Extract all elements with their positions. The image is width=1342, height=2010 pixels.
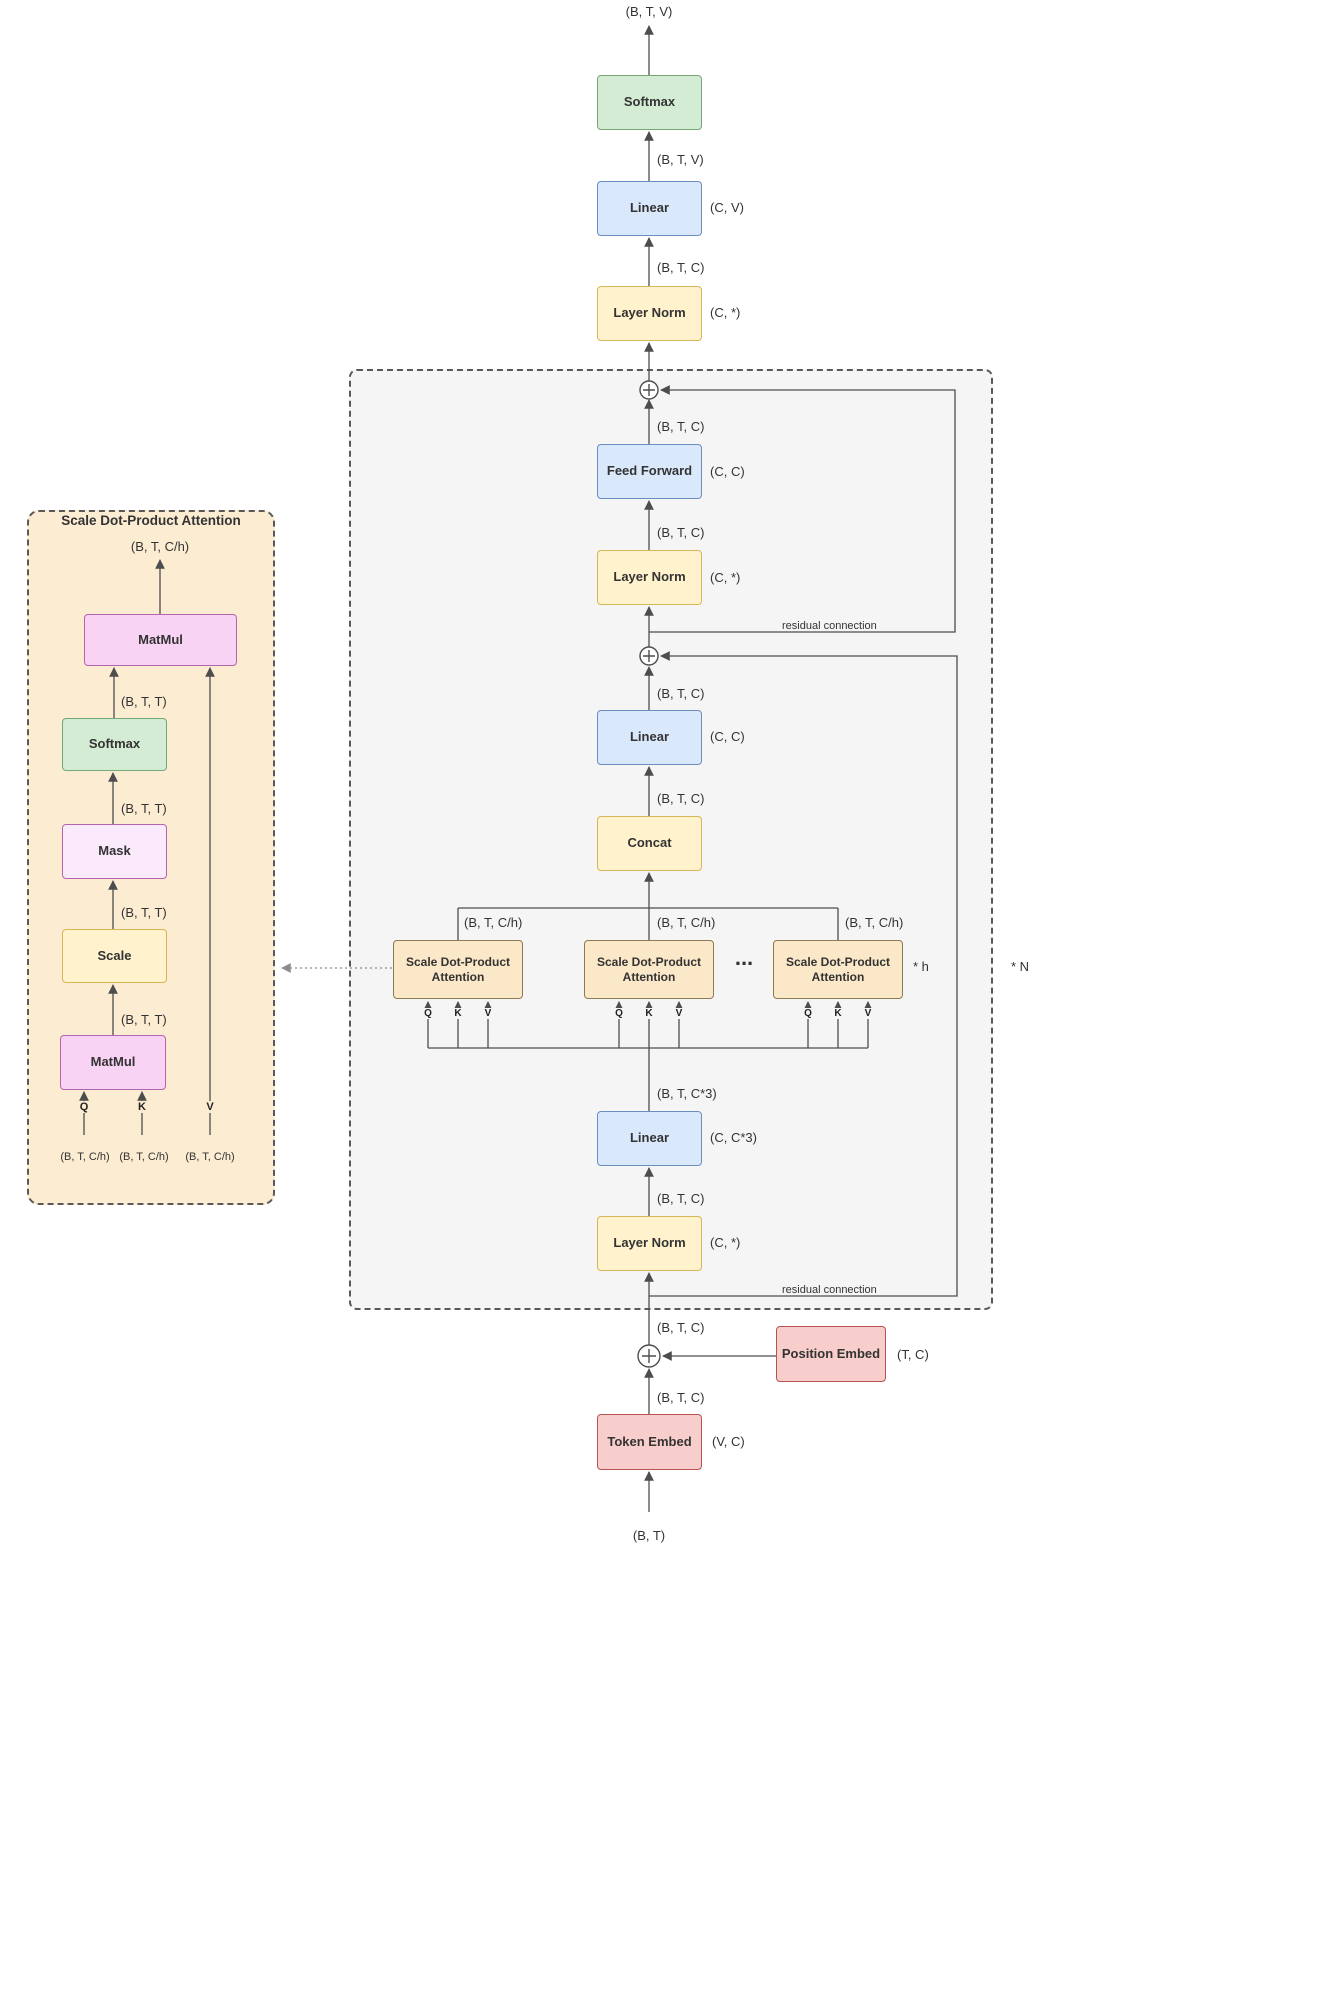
- add-node-top: [639, 380, 659, 400]
- detail-scale-block: Scale: [62, 929, 167, 983]
- head-2-out-shape-label: (B, T, C/h): [657, 915, 716, 930]
- detail-shape-btt-1: (B, T, T): [121, 694, 167, 709]
- add-node-embedding: [637, 1344, 661, 1368]
- residual-wires: [649, 385, 958, 1297]
- input-shape-label: (B, T): [632, 1528, 666, 1543]
- head-2-v-label: V: [673, 1008, 685, 1019]
- head-n-q-label: Q: [802, 1008, 814, 1019]
- head-n-out-shape-label: (B, T, C/h): [845, 915, 904, 930]
- detail-out-shape-label: (B, T, C/h): [130, 539, 190, 554]
- add-node-middle: [639, 646, 659, 666]
- output-softmax-block: Softmax: [597, 75, 702, 130]
- output-shape-label: (B, T, V): [625, 4, 673, 19]
- head-1-v-label: V: [482, 1008, 494, 1019]
- token-embed-dim-label: (V, C): [712, 1434, 745, 1449]
- head-2-q-label: Q: [613, 1008, 625, 1019]
- shape-label-btc-4: (B, T, C): [657, 686, 705, 701]
- final-layer-norm-block: Layer Norm: [597, 286, 702, 341]
- shape-label-btc-2: (B, T, C): [657, 419, 705, 434]
- detail-q-in-shape-label: (B, T, C/h): [60, 1151, 110, 1163]
- attention-head-2-block: Scale Dot-Product Attention: [584, 940, 714, 999]
- layers-multiplier-label: * N: [1011, 959, 1030, 974]
- shape-label-btc3: (B, T, C*3): [657, 1086, 717, 1101]
- output-linear-block: Linear: [597, 181, 702, 236]
- feed-forward-block: Feed Forward: [597, 444, 702, 499]
- detail-k-label: K: [136, 1101, 148, 1113]
- attention-head-1-block: Scale Dot-Product Attention: [393, 940, 523, 999]
- shape-label-btc-3: (B, T, C): [657, 525, 705, 540]
- head-1-k-label: K: [452, 1008, 464, 1019]
- heads-ellipsis: ...: [734, 945, 754, 970]
- detail-shape-btt-4: (B, T, T): [121, 1012, 167, 1027]
- head-n-v-label: V: [862, 1008, 874, 1019]
- projection-linear-block: Linear: [597, 710, 702, 765]
- shape-label-btc-1: (B, T, C): [657, 260, 705, 275]
- heads-multiplier-label: * h: [913, 959, 929, 974]
- detail-k-in-shape-label: (B, T, C/h): [119, 1151, 169, 1163]
- qkv-linear-block: Linear: [597, 1111, 702, 1166]
- detail-shape-btt-2: (B, T, T): [121, 801, 167, 816]
- position-embed-dim-label: (T, C): [897, 1347, 929, 1362]
- position-embed-block: Position Embed: [776, 1326, 886, 1382]
- attention-detail-wires: [79, 559, 215, 1135]
- detail-matmul-1-block: MatMul: [60, 1035, 166, 1090]
- shape-label-btv: (B, T, V): [657, 152, 704, 167]
- residual-connection-label-top: residual connection: [782, 620, 877, 632]
- layer-norm-1-block: Layer Norm: [597, 1216, 702, 1271]
- head-2-k-label: K: [643, 1008, 655, 1019]
- detail-q-label: Q: [77, 1101, 91, 1113]
- detail-matmul-2-block: MatMul: [84, 614, 237, 666]
- concat-block: Concat: [597, 816, 702, 871]
- residual-connection-label-bottom: residual connection: [782, 1284, 877, 1296]
- head-n-k-label: K: [832, 1008, 844, 1019]
- layer-norm-2-block: Layer Norm: [597, 550, 702, 605]
- norm-1-dim-label: (C, *): [710, 1235, 741, 1250]
- shape-label-btc-5: (B, T, C): [657, 791, 705, 806]
- qkv-linear-dim-label: (C, C*3): [710, 1130, 757, 1145]
- shape-label-btc-8: (B, T, C): [657, 1390, 705, 1405]
- feed-forward-dim-label: (C, C): [710, 464, 745, 479]
- final-norm-dim-label: (C, *): [710, 305, 741, 320]
- detail-v-in-shape-label: (B, T, C/h): [185, 1151, 235, 1163]
- detail-softmax-block: Softmax: [62, 718, 167, 771]
- head-1-out-shape-label: (B, T, C/h): [464, 915, 523, 930]
- detail-mask-block: Mask: [62, 824, 167, 879]
- shape-label-btc-6: (B, T, C): [657, 1191, 705, 1206]
- shape-label-btc-7: (B, T, C): [657, 1320, 705, 1335]
- token-embed-block: Token Embed: [597, 1414, 702, 1470]
- attention-head-n-block: Scale Dot-Product Attention: [773, 940, 903, 999]
- head-1-q-label: Q: [422, 1008, 434, 1019]
- detail-v-label: V: [204, 1101, 216, 1113]
- projection-dim-label: (C, C): [710, 729, 745, 744]
- detail-shape-btt-3: (B, T, T): [121, 905, 167, 920]
- linear-out-dim-label: (C, V): [710, 200, 744, 215]
- norm-2-dim-label: (C, *): [710, 570, 741, 585]
- detail-panel-title: Scale Dot-Product Attention: [61, 513, 241, 528]
